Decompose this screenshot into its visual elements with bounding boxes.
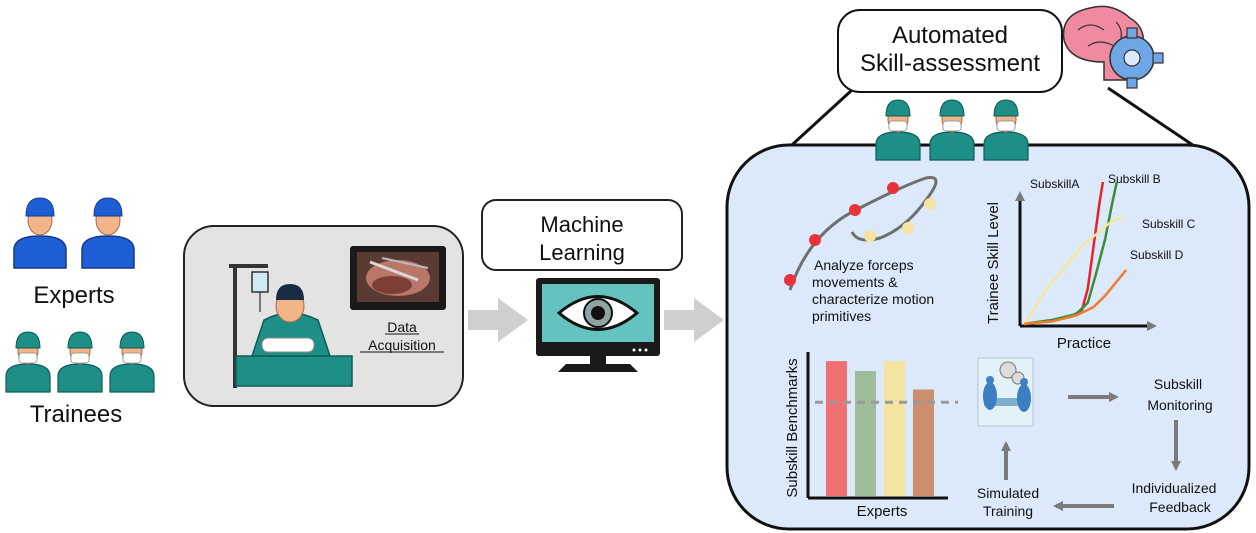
expert-icon xyxy=(13,197,67,269)
ml-line2: Learning xyxy=(539,240,625,265)
bar-xlabel: Experts xyxy=(857,503,908,520)
benchmark-bar-2 xyxy=(884,361,905,496)
trainee-icon xyxy=(875,99,921,161)
motion-line4: primitives xyxy=(812,308,871,324)
curve-ylabel: Trainee Skill Level xyxy=(985,202,1002,324)
simulated-training-line1: Simulated xyxy=(977,485,1039,501)
simulated-training-line2: Training xyxy=(983,503,1033,519)
expert-icon xyxy=(81,197,135,269)
flow-arrow xyxy=(664,298,724,342)
curve-xlabel: Practice xyxy=(1057,335,1111,352)
curve-series-2 xyxy=(1022,216,1124,325)
curve-series-1 xyxy=(1023,181,1119,326)
experts-label: Experts xyxy=(33,282,114,309)
monitor-eye-icon xyxy=(536,278,660,372)
trainee-icon xyxy=(57,331,103,393)
motion-line2: movements & xyxy=(812,274,898,290)
skill-curve-chart: Practice Trainee Skill Level SubskillA S… xyxy=(985,172,1196,352)
trainee-icon xyxy=(5,331,51,393)
trainee-icon xyxy=(109,331,155,393)
legend-subskill-a: SubskillA xyxy=(1030,177,1079,191)
individualized-feedback-line2: Feedback xyxy=(1149,499,1211,515)
legend-subskill-b: Subskill B xyxy=(1108,172,1161,186)
subskill-monitoring-line2: Monitoring xyxy=(1147,397,1212,413)
curve-series-3 xyxy=(1023,269,1128,326)
trainee-icon xyxy=(929,99,975,161)
acquisition-label-line2: Acquisition xyxy=(368,337,436,353)
benchmark-bar-0 xyxy=(826,361,847,496)
ml-line1: Machine xyxy=(540,212,623,237)
bar-ylabel: Subskill Benchmarks xyxy=(784,358,801,497)
flow-arrow xyxy=(468,298,528,342)
benchmark-bar-1 xyxy=(855,371,876,496)
trainees-label: Trainees xyxy=(30,401,122,428)
data-label-line1: Data xyxy=(387,319,417,335)
benchmark-bar-chart: Experts Subskill Benchmarks xyxy=(784,352,958,520)
legend-subskill-d: Subskill D xyxy=(1130,248,1184,262)
assessment-line1: Automated xyxy=(892,22,1008,49)
brain-gear-icon xyxy=(1062,5,1164,89)
trainee-icon xyxy=(983,99,1029,161)
operating-room-icon xyxy=(977,357,1034,427)
individualized-feedback-line1: Individualized xyxy=(1132,480,1217,496)
benchmark-bar-3 xyxy=(913,389,934,496)
legend-subskill-c: Subskill C xyxy=(1142,217,1196,231)
endoscope-monitor-icon xyxy=(350,246,446,310)
automated-assessment-box xyxy=(837,9,1063,93)
motion-trajectory xyxy=(784,175,938,291)
machine-learning-box xyxy=(481,199,683,271)
patient-bed-icon xyxy=(229,264,353,388)
assessment-line2: Skill-assessment xyxy=(860,50,1040,77)
motion-line1: Analyze forceps xyxy=(814,257,914,273)
motion-line3: characterize motion xyxy=(812,291,934,307)
subskill-monitoring-line1: Subskill xyxy=(1154,376,1202,392)
